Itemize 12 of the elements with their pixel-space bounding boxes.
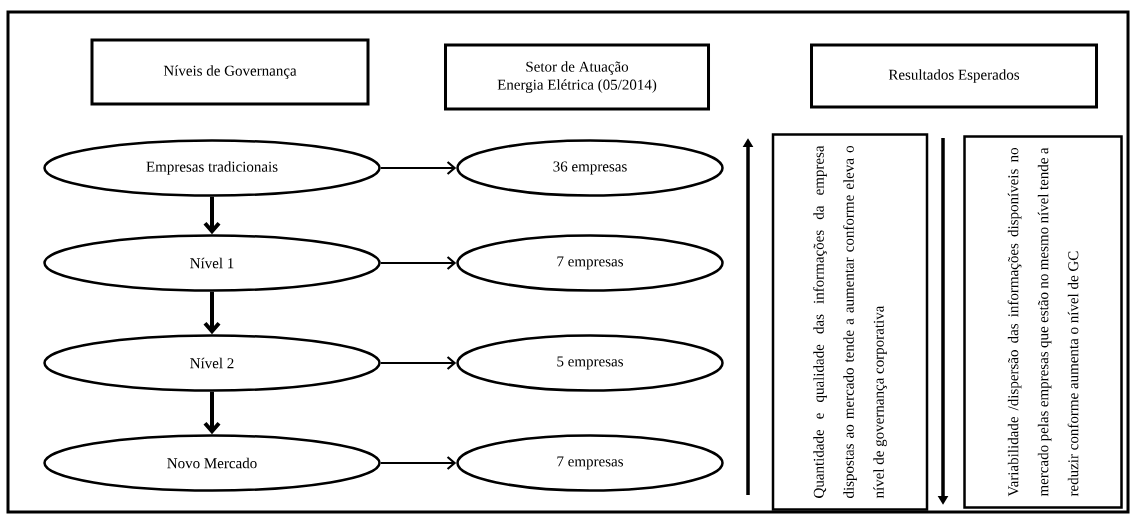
arrow xyxy=(203,196,221,235)
arrow xyxy=(203,291,221,335)
text-box: Variabilidade /dispersão das informações disponíveis no mercado pelas empresas que estão no mesmo nível tende a reduzir conforme aumenta o nível de GC xyxy=(963,135,1123,509)
header-box: Setor de Atuação Energia Elétrica (05/2014) xyxy=(444,43,710,111)
header-box: Níveis de Governança xyxy=(90,38,370,106)
arrow xyxy=(380,161,457,175)
arrow xyxy=(380,356,457,370)
text-box: Quantidade e qualidade das informações da empresa dispostas ao mercado tende a aumentar conforme eleva o nível de governança corporativa xyxy=(771,133,929,511)
arrow xyxy=(203,391,221,435)
arrow xyxy=(380,456,457,470)
arrow xyxy=(380,256,457,270)
header-box: Resultados Esperados xyxy=(810,43,1098,109)
